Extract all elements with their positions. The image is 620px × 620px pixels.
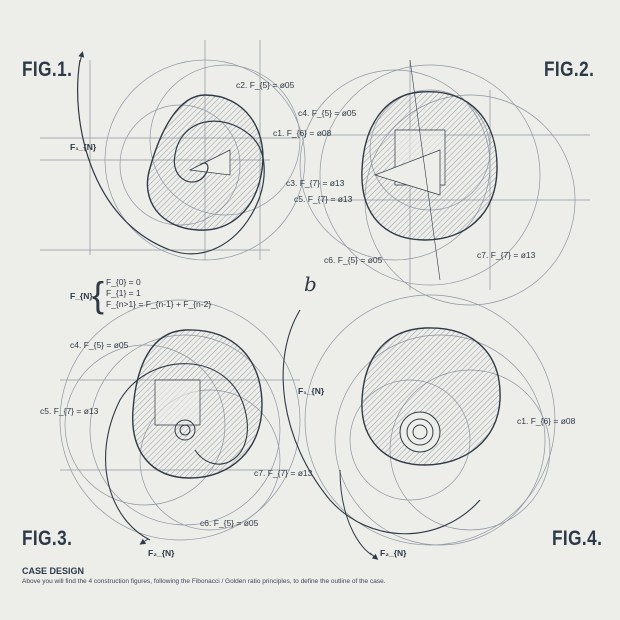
fig1-annotation-c2: c2. F_{5} = ø05: [236, 80, 295, 90]
fig3-annotation-c7: c7. F_{7} = ø13: [254, 468, 313, 478]
fig2-annotation-c4: c4. F_{5} = ø05: [298, 108, 357, 118]
fig3-annotation-c6: c6. F_{5} = ø05: [200, 518, 259, 528]
fig4-shape: [282, 309, 501, 560]
formula-line: F_{0} = 0: [106, 277, 141, 287]
fig2-label: FIG.2.: [544, 58, 595, 81]
fig1-annotation-c1: c1. F_{6} = ø08: [273, 128, 332, 138]
fig2-annotation-c5: c5. F_{7} = ø13: [294, 194, 353, 204]
fig1-shape: [77, 51, 265, 255]
fig3-annotation-c4: c4. F_{5} = ø05: [70, 340, 129, 350]
fig2-annotation-c6: c6. F_{5} = ø05: [324, 255, 383, 265]
fig4-annotation-f2: F₂_{N}: [380, 548, 407, 558]
fig1-label: FIG.1.: [22, 58, 73, 81]
fig1-annotation-c3: c3. F_{7} = ø13: [286, 178, 345, 188]
fig4-annotation-c1: c1. F_{6} = ø08: [517, 416, 576, 426]
fig1-annotation-f1: F₁_{N}: [70, 142, 97, 152]
fig2-shape: [361, 59, 498, 281]
formula-brace: {: [92, 274, 105, 315]
fig4-label: FIG.4.: [552, 527, 603, 550]
caption-description: Above you will find the 4 construction f…: [22, 578, 386, 585]
fig3-annotation-c5: c5. F_{7} = ø13: [40, 406, 99, 416]
formula-line: F_{1} = 1: [106, 288, 141, 298]
formula-line: F_{n>1} = F_{n-1} + F_{n-2}: [106, 299, 212, 309]
caption-title: CASE DESIGN: [22, 566, 85, 576]
fig3-label: FIG.3.: [22, 527, 73, 550]
formula-name: F_{N}: [70, 291, 93, 301]
fig4-annotation-f1: F₁_{N}: [298, 386, 325, 396]
caption: CASE DESIGN Above you will find the 4 co…: [22, 566, 386, 585]
formula-lines: F_{0} = 0 F_{1} = 1 F_{n>1} = F_{n-1} + …: [106, 277, 211, 310]
fig2-annotation-c7: c7. F_{7} = ø13: [477, 250, 536, 260]
fig3-annotation-f2: F₂_{N}: [148, 548, 175, 558]
script-letter: b: [304, 272, 317, 296]
fig3-shape: [105, 329, 263, 545]
